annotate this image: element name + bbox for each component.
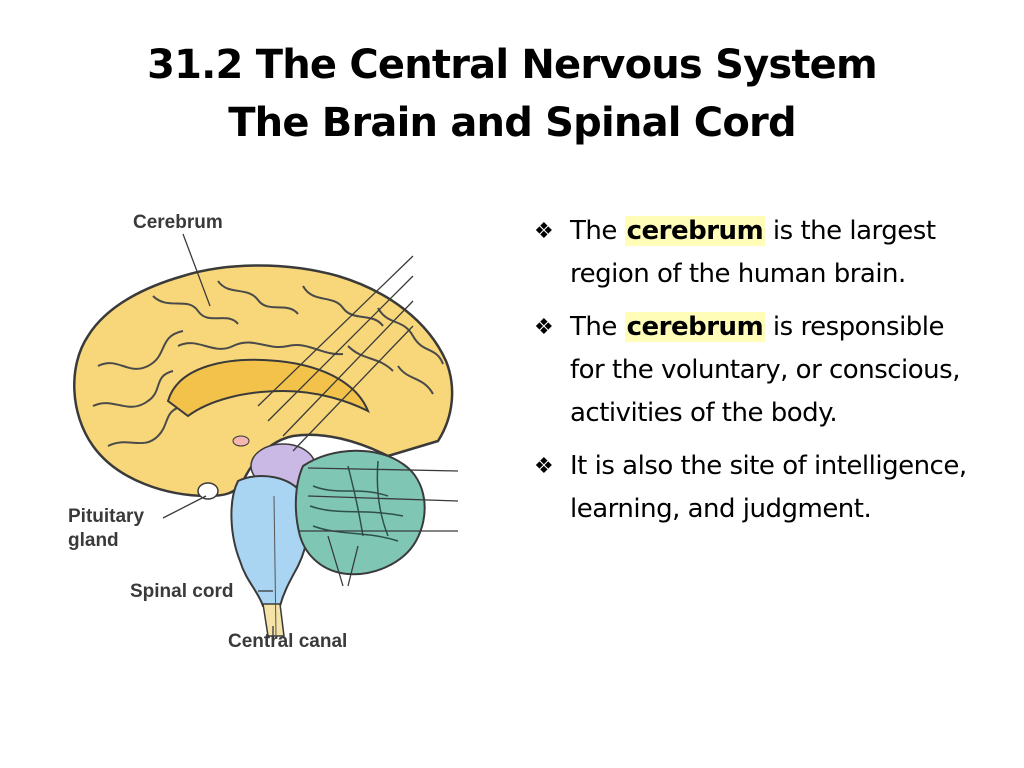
brain-diagram: Cerebrum Pituitary gland Spinal cord Cen…	[58, 196, 478, 666]
label-cerebrum: Cerebrum	[133, 212, 223, 233]
spinal-cord	[262, 603, 285, 637]
label-pituitary-line1: Pituitary	[68, 506, 144, 527]
pineal-spot	[232, 435, 250, 447]
title-line-2: The Brain and Spinal Cord	[228, 100, 796, 146]
four-diamond-bullet-icon: ❖	[534, 454, 554, 479]
bullet-1-pre: The	[570, 216, 625, 246]
label-pituitary-line2: gland	[68, 530, 119, 551]
bullet-2-post: is responsible for the voluntary, or con…	[570, 312, 960, 428]
bullet-item-3: ❖ It is also the site of intelligence, l…	[534, 445, 974, 531]
slide-title: 31.2 The Central Nervous System The Brai…	[40, 36, 984, 152]
label-spinal-cord: Spinal cord	[130, 581, 233, 602]
four-diamond-bullet-icon: ❖	[534, 219, 554, 244]
bullet-item-2: ❖ The cerebrum is responsible for the vo…	[534, 306, 974, 435]
bullet-3-text: It is also the site of intelligence, lea…	[570, 451, 967, 524]
four-diamond-bullet-icon: ❖	[534, 315, 554, 340]
label-central-canal: Central canal	[228, 631, 347, 652]
bullet-item-1: ❖ The cerebrum is the largest region of …	[534, 210, 974, 296]
pituitary-gland	[197, 482, 219, 500]
central-canal-line	[273, 495, 277, 637]
bullet-2-highlight: cerebrum	[624, 312, 766, 342]
bullet-2-pre: The	[570, 312, 625, 342]
bullet-1-post: is the largest region of the human brain…	[570, 216, 936, 289]
brain-diagram-svg: Cerebrum Pituitary gland Spinal cord Cen…	[68, 212, 459, 652]
title-line-1: 31.2 The Central Nervous System	[147, 42, 878, 88]
bullet-list: ❖ The cerebrum is the largest region of …	[534, 210, 974, 541]
bullet-1-highlight: cerebrum	[624, 216, 766, 246]
leader-lines	[162, 233, 459, 636]
corpus-callosum	[166, 358, 370, 418]
